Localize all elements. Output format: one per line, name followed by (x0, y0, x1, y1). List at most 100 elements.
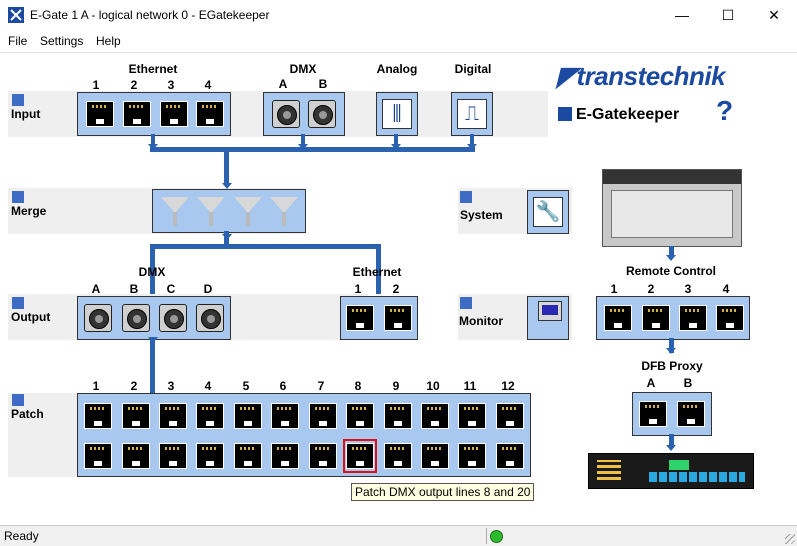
system-section-icon[interactable] (460, 191, 472, 203)
patch-port[interactable] (84, 443, 112, 469)
digital-signal-icon[interactable]: ⎍ (457, 99, 487, 129)
wrench-icon[interactable]: 🔧 (533, 197, 563, 227)
patch-port[interactable] (458, 403, 486, 429)
patch-port[interactable] (159, 443, 187, 469)
output-section-icon[interactable] (12, 297, 24, 309)
status-bar: Ready (0, 525, 797, 546)
input-analog-header: Analog (376, 62, 418, 76)
menu-bar: File Settings Help (0, 30, 797, 53)
patch-port[interactable] (122, 443, 150, 469)
bus-drop (376, 244, 381, 294)
input-ethernet-box[interactable] (77, 92, 231, 136)
output-dmx-box[interactable] (77, 296, 231, 340)
merge-box[interactable] (152, 189, 306, 233)
patch-col-9: 9 (392, 379, 400, 393)
remote-num-4: 4 (722, 282, 730, 296)
output-dmx-connector-d[interactable] (196, 304, 224, 332)
patch-port[interactable] (271, 443, 299, 469)
patch-port[interactable] (421, 403, 449, 429)
remote-control-box[interactable] (596, 296, 750, 340)
monitor-box[interactable] (527, 296, 569, 340)
patch-port[interactable] (271, 403, 299, 429)
remote-port-1[interactable] (604, 305, 632, 331)
input-ethernet-port-3[interactable] (160, 101, 188, 127)
input-ethernet-port-1[interactable] (86, 101, 114, 127)
patch-section-icon[interactable] (12, 394, 24, 406)
patch-port[interactable] (159, 403, 187, 429)
patch-port[interactable] (196, 443, 224, 469)
output-ethernet-port-1[interactable] (346, 305, 374, 331)
patch-section-label[interactable]: Patch (11, 407, 44, 421)
remote-num-3: 3 (684, 282, 692, 296)
window-title: E-Gate 1 A - logical network 0 - EGateke… (30, 8, 270, 22)
menu-help[interactable]: Help (96, 34, 121, 48)
patch-port[interactable] (421, 443, 449, 469)
patch-port[interactable] (234, 403, 262, 429)
patch-port[interactable] (234, 443, 262, 469)
input-ethernet-port-2[interactable] (123, 101, 151, 127)
dfb-proxy-box[interactable] (632, 392, 712, 436)
output-dmx-connector-b[interactable] (122, 304, 150, 332)
patch-col-2: 2 (130, 379, 138, 393)
merge-section-icon[interactable] (12, 191, 24, 203)
proxy-port-a[interactable] (639, 401, 667, 427)
input-ethernet-port-4[interactable] (196, 101, 224, 127)
output-dmx-num-c: C (166, 282, 176, 296)
funnel-icon[interactable] (270, 197, 298, 227)
close-button[interactable]: ✕ (768, 7, 780, 23)
input-eth-num-3: 3 (167, 78, 175, 92)
patch-port[interactable] (196, 403, 224, 429)
funnel-icon[interactable] (197, 197, 225, 227)
computer-icon[interactable] (538, 301, 562, 321)
remote-port-4[interactable] (716, 305, 744, 331)
input-dmx-box[interactable] (263, 92, 345, 136)
analog-faders-icon[interactable]: ⫼ (382, 99, 412, 129)
input-section-label[interactable]: Input (11, 107, 41, 121)
output-dmx-connector-a[interactable] (84, 304, 112, 332)
output-section-label[interactable]: Output (11, 310, 51, 324)
patch-port[interactable] (496, 443, 524, 469)
patch-port[interactable] (122, 403, 150, 429)
menu-file[interactable]: File (8, 34, 28, 48)
help-icon[interactable]: ? (716, 95, 734, 126)
input-ethernet-header: Ethernet (128, 62, 178, 76)
resize-grip-icon[interactable] (785, 534, 795, 544)
remote-port-3[interactable] (679, 305, 707, 331)
bus-drop (151, 134, 155, 147)
menu-settings[interactable]: Settings (40, 34, 84, 48)
patch-port[interactable] (309, 403, 337, 429)
patch-port-selected[interactable] (346, 443, 374, 469)
output-dmx-connector-c[interactable] (159, 304, 187, 332)
bus-arrow (467, 144, 477, 150)
system-box[interactable]: 🔧 (527, 190, 569, 234)
patch-port[interactable] (384, 403, 412, 429)
merge-section-label[interactable]: Merge (11, 204, 47, 218)
maximize-button[interactable]: ☐ (721, 7, 735, 23)
patch-port[interactable] (309, 443, 337, 469)
monitor-section-icon[interactable] (460, 297, 472, 309)
patch-box[interactable] (77, 393, 531, 477)
input-dmx-connector-b[interactable] (308, 100, 336, 128)
output-ethernet-port-2[interactable] (384, 305, 412, 331)
input-section-icon[interactable] (12, 94, 24, 106)
patch-col-12: 12 (501, 379, 515, 393)
patch-port[interactable] (384, 443, 412, 469)
bus-trunk (150, 338, 155, 393)
minimize-button[interactable]: — (675, 7, 689, 23)
bus-arrow (666, 445, 676, 451)
remote-port-2[interactable] (642, 305, 670, 331)
patch-port[interactable] (496, 403, 524, 429)
funnel-icon[interactable] (161, 197, 189, 227)
funnel-icon[interactable] (234, 197, 262, 227)
system-section-label[interactable]: System (460, 208, 503, 222)
input-analog-box[interactable]: ⫼ (376, 92, 418, 136)
output-ethernet-box[interactable] (340, 296, 418, 340)
input-digital-box[interactable]: ⎍ (451, 92, 493, 136)
bus-trunk (669, 434, 674, 448)
patch-port[interactable] (458, 443, 486, 469)
input-dmx-connector-a[interactable] (272, 100, 300, 128)
monitor-section-label[interactable]: Monitor (459, 314, 503, 328)
proxy-port-b[interactable] (677, 401, 705, 427)
patch-port[interactable] (84, 403, 112, 429)
patch-port[interactable] (346, 403, 374, 429)
